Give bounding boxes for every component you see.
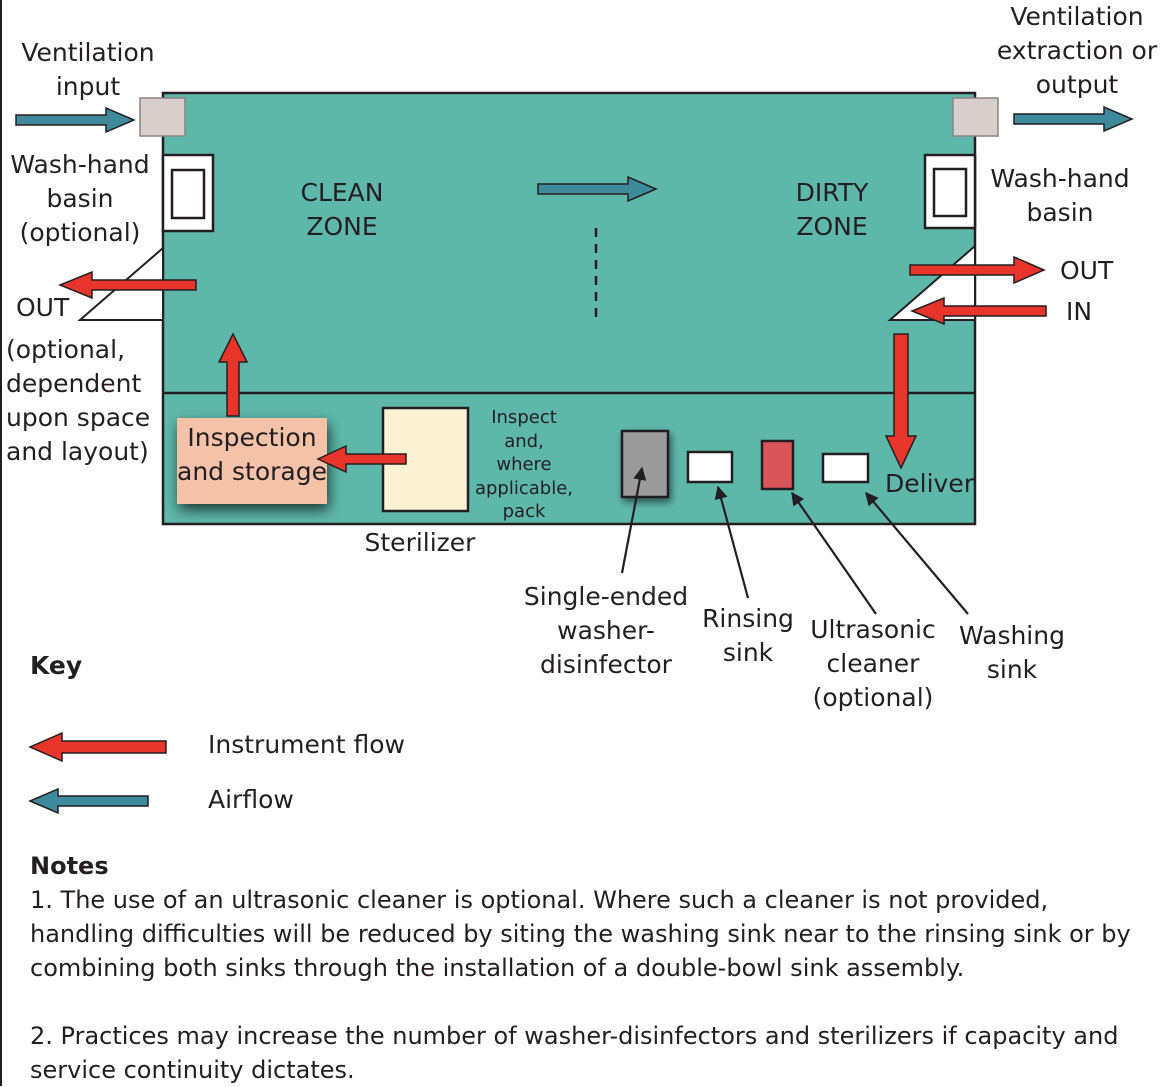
instrument-arrow-up xyxy=(217,332,249,417)
rinsing-sink-label: Rinsing sink xyxy=(702,604,794,667)
inspect-pack-label: Inspect and, where applicable, pack xyxy=(474,407,574,522)
note-2: 2. Practices may increase the number of … xyxy=(30,1022,1119,1084)
deliver-label: Deliver xyxy=(885,469,974,498)
washer-disinfector-label: Single-ended washer- disinfector xyxy=(523,582,689,679)
pointer-washer-disinfector xyxy=(620,466,647,574)
vent-input-label: Ventilation input xyxy=(21,38,155,101)
pointer-ultrasonic-cleaner xyxy=(791,491,877,615)
inspection-storage-label: Inspection and storage xyxy=(177,423,327,486)
instrument-arrow-out-left xyxy=(58,270,197,300)
wash-basin-right-icon xyxy=(923,153,977,230)
vent-output-label: Ventilation extraction or output xyxy=(996,2,1158,99)
wash-basin-left-label: Wash-hand basin (optional) xyxy=(10,150,150,247)
washing-sink-label: Washing sink xyxy=(959,621,1065,684)
vent-input-grille xyxy=(139,97,186,137)
vent-output-grille xyxy=(952,97,999,137)
ultrasonic-cleaner-box xyxy=(760,439,795,491)
notes-title: Notes xyxy=(30,852,109,880)
dirty-zone-label: DIRTY ZONE xyxy=(795,178,869,241)
out-left-note: (optional, dependent upon space and layo… xyxy=(6,335,151,466)
instrument-arrow-sterilizer-to-storage xyxy=(316,444,407,474)
instrument-arrow-out-right xyxy=(909,255,1046,285)
airflow-arrow-zone xyxy=(537,175,658,203)
key-instrument-arrow xyxy=(28,731,167,763)
sterilizer-label: Sterilizer xyxy=(364,528,476,557)
key-title: Key xyxy=(30,651,83,680)
washer-disinfector-box xyxy=(620,429,670,499)
key-airflow-label: Airflow xyxy=(208,785,294,814)
instrument-arrow-down xyxy=(884,333,918,470)
airflow-arrow-output xyxy=(1013,105,1134,133)
pointer-washing-sink xyxy=(865,491,969,615)
pointer-rinsing-sink xyxy=(714,485,750,599)
out-right-label: OUT xyxy=(1060,256,1114,285)
inspection-storage-box xyxy=(177,418,327,504)
wash-basin-left-icon xyxy=(161,153,215,233)
in-right-label: IN xyxy=(1066,297,1093,326)
rinsing-sink-box xyxy=(686,450,734,484)
note-1: 1. The use of an ultrasonic cleaner is o… xyxy=(30,886,1131,982)
page-border-left xyxy=(0,0,2,1086)
clean-zone-label: CLEAN ZONE xyxy=(300,178,384,241)
notes-section: Notes 1. The use of an ultrasonic cleane… xyxy=(30,849,1150,1087)
key-instrument-flow-label: Instrument flow xyxy=(208,730,405,759)
out-left-label: OUT xyxy=(16,293,70,322)
wash-basin-right-label: Wash-hand basin xyxy=(990,164,1130,227)
washing-sink-box xyxy=(821,452,870,484)
instrument-arrow-in-right xyxy=(910,296,1047,326)
ultrasonic-cleaner-label: Ultrasonic cleaner (optional) xyxy=(810,615,936,712)
key-airflow-arrow xyxy=(28,787,149,815)
airflow-arrow-input xyxy=(15,106,136,134)
